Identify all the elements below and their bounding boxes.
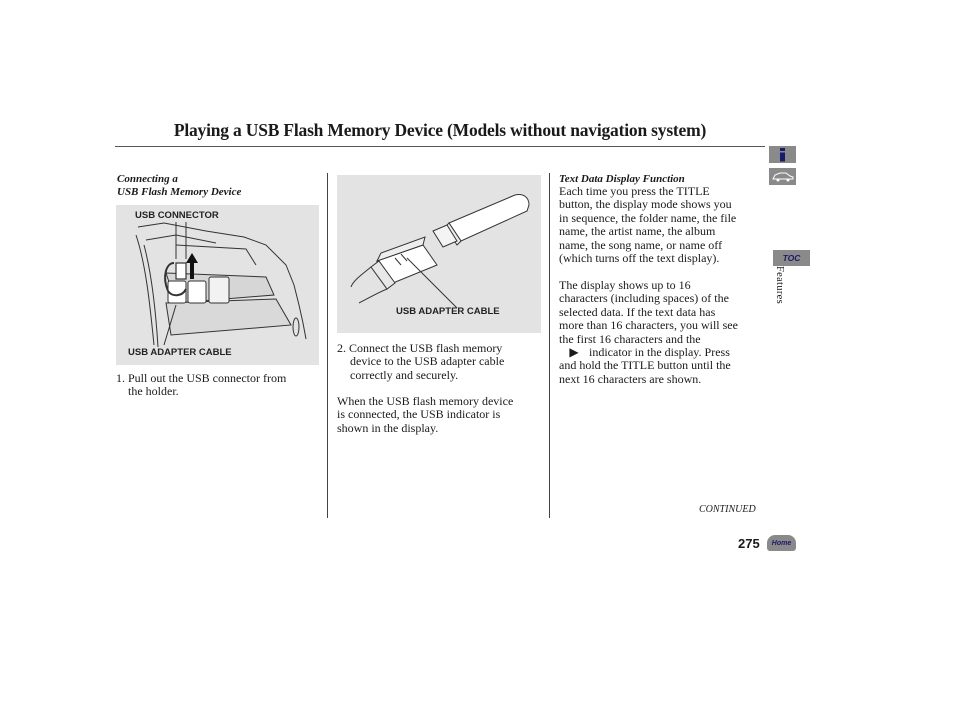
usb-flash-drive-figure: USB ADAPTER CABLE: [337, 175, 541, 333]
paragraph-line: When the USB flash memory device: [337, 394, 514, 408]
paragraph-line: Each time you press the TITLE: [559, 184, 710, 198]
subheading-line: USB Flash Memory Device: [117, 186, 242, 198]
paragraph-line: the first 16 characters and the: [559, 331, 701, 346]
step-1: 1. Pull out the USB connector from the h…: [116, 371, 321, 399]
step-1-line: 1. Pull out the USB connector from: [116, 371, 287, 385]
section-label-features: Features: [774, 266, 785, 304]
info-tab[interactable]: [769, 146, 796, 163]
info-icon: [780, 148, 785, 162]
fig-label-usb-adapter-cable: USB ADAPTER CABLE: [396, 306, 500, 317]
indicator-line-text: indicator in the display. Press: [589, 345, 730, 360]
usb-connector-figure: USB CONNECTOR USB ADAPTER CABLE: [116, 205, 319, 365]
subheading-line: Connecting a: [117, 173, 178, 185]
paragraph-line: next 16 characters are shown.: [559, 371, 702, 386]
paragraph-line: The display shows up to 16: [559, 278, 691, 292]
usb-connector-illustration: [135, 222, 307, 348]
paragraph-line: name, the song name, or name off: [559, 237, 723, 252]
paragraph-line: and hold the TITLE button until the: [559, 358, 731, 373]
title-rule: [115, 146, 765, 147]
text-data-paragraph-1: Each time you press the TITLE button, th…: [559, 184, 764, 266]
column-divider-1: [327, 173, 328, 518]
toc-button[interactable]: TOC: [773, 250, 810, 266]
paragraph-line: (which turns off the text display).: [559, 251, 720, 266]
step-1-line: the holder.: [128, 384, 179, 399]
fig-label-usb-adapter-cable: USB ADAPTER CABLE: [128, 347, 232, 358]
subheading-text-data: Text Data Display Function: [559, 173, 685, 185]
paragraph-line: more than 16 characters, you will see: [559, 318, 738, 333]
column-divider-2: [549, 173, 550, 518]
usb-indicator-paragraph: When the USB flash memory device is conn…: [337, 394, 547, 435]
step-2: 2. Connect the USB flash memory device t…: [337, 341, 547, 382]
paragraph-line: name, the artist name, the album: [559, 224, 716, 239]
paragraph-line: shown in the display.: [337, 420, 439, 435]
step-2-line: 2. Connect the USB flash memory: [337, 341, 503, 355]
step-2-line: correctly and securely.: [350, 367, 459, 382]
paragraph-line: ▶ indicator in the display. Press: [559, 345, 764, 360]
right-triangle-icon: ▶: [569, 345, 579, 360]
paragraph-line: in sequence, the folder name, the file: [559, 210, 737, 225]
vehicle-tab[interactable]: [769, 168, 796, 185]
usb-flash-drive-illustration: [350, 194, 530, 309]
text-data-paragraph-2: The display shows up to 16 characters (i…: [559, 278, 764, 386]
fig-label-usb-connector: USB CONNECTOR: [135, 210, 219, 221]
continued-label: CONTINUED: [699, 504, 756, 515]
home-button[interactable]: Home: [767, 535, 796, 551]
paragraph-line: is connected, the USB indicator is: [337, 407, 501, 422]
paragraph-line: characters (including spaces) of the: [559, 291, 729, 306]
page-title: Playing a USB Flash Memory Device (Model…: [173, 120, 707, 140]
paragraph-line: selected data. If the text data has: [559, 304, 716, 319]
paragraph-line: button, the display mode shows you: [559, 197, 732, 212]
subheading-connecting: Connecting a USB Flash Memory Device: [117, 173, 241, 199]
page-number: 275: [738, 536, 760, 551]
step-2-line: device to the USB adapter cable: [350, 354, 505, 369]
car-icon: [772, 172, 794, 182]
